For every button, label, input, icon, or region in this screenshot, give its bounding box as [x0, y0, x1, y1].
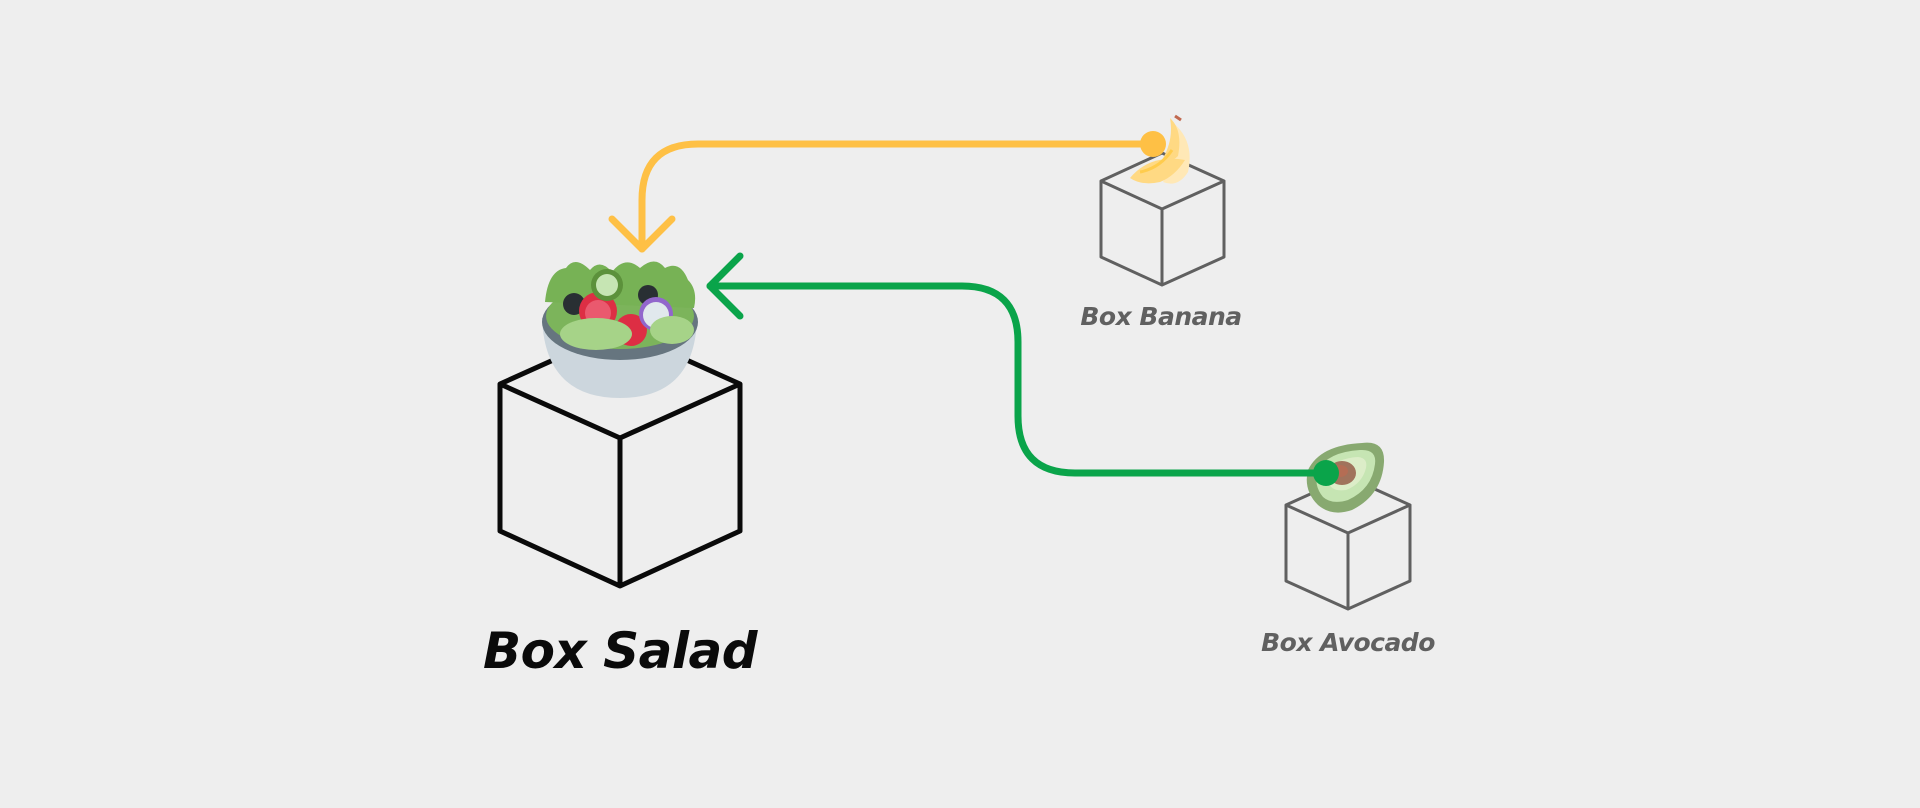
avocado-connector-dot [1313, 460, 1339, 486]
box-banana-label: Box Banana [1080, 302, 1242, 331]
avocado-to-salad-arrow [706, 252, 1339, 486]
salad-bowl-icon [542, 261, 698, 398]
banana-icon [1130, 114, 1190, 184]
banana-to-salad-arrow [608, 131, 1166, 253]
box-salad-label: Box Salad [482, 622, 758, 680]
box-avocado-label: Box Avocado [1261, 628, 1435, 657]
box-banana-cube [1099, 151, 1226, 287]
banana-connector-dot [1140, 131, 1166, 157]
